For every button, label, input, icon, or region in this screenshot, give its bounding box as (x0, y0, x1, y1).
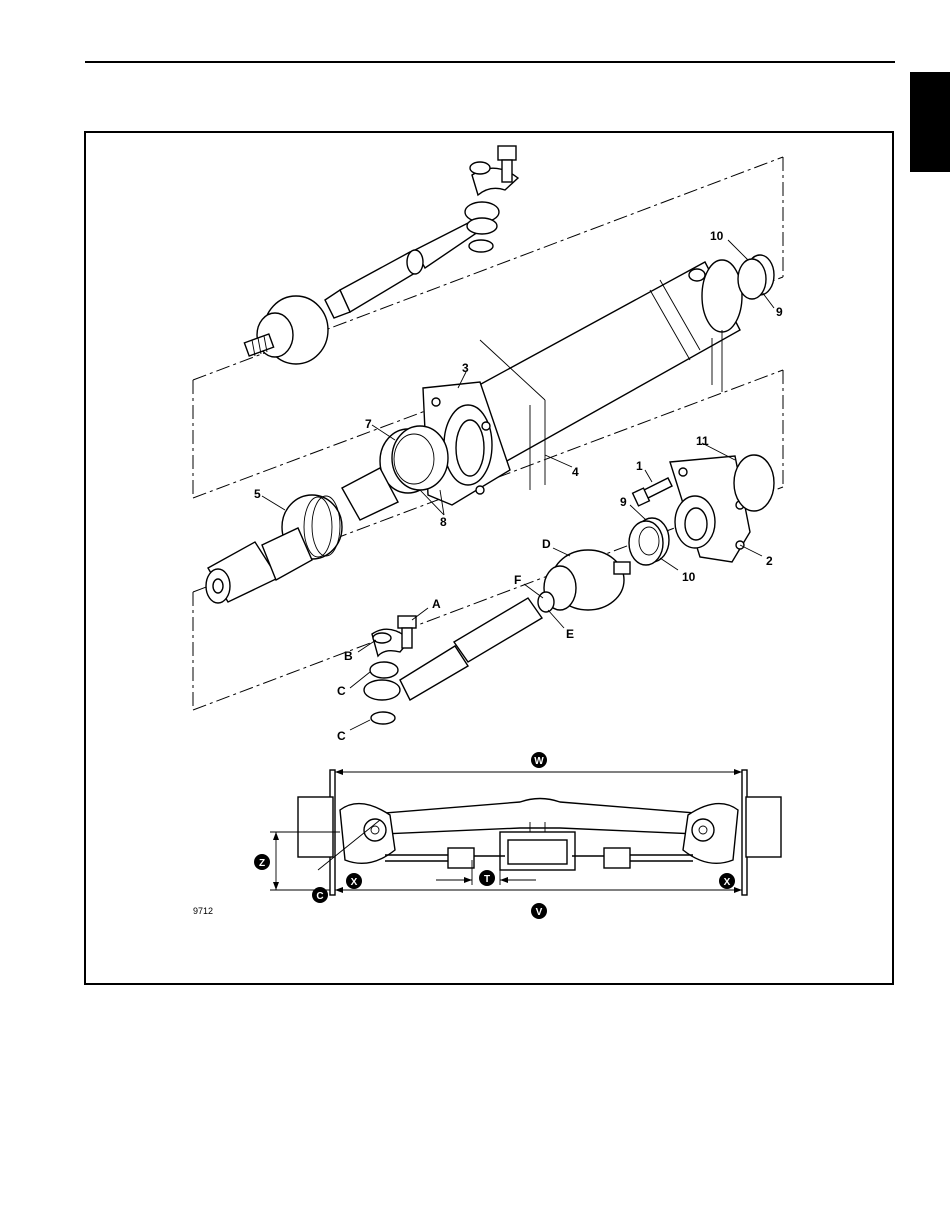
figure-id: 9712 (193, 906, 213, 916)
lower-seal-set (629, 518, 669, 565)
cylinder-barrel (470, 260, 742, 490)
callout-9-upper: 9 (776, 305, 783, 319)
callout-D: D (542, 537, 551, 551)
dimension-X-left: X (351, 877, 358, 888)
callout-10-lower: 10 (682, 570, 696, 584)
ring-set (380, 426, 448, 493)
callout-3: 3 (462, 361, 469, 375)
callout-4: 4 (572, 465, 579, 479)
dimension-C: C (316, 891, 323, 902)
callout-1: 1 (636, 459, 643, 473)
piston-and-rod (206, 468, 398, 603)
callout-2: 2 (766, 554, 773, 568)
callout-F: F (514, 573, 521, 587)
callout-C-upper: C (337, 684, 346, 698)
callout-8: 8 (440, 515, 447, 529)
callout-E: E (566, 627, 574, 641)
callout-11: 11 (696, 434, 709, 448)
callout-B: B (344, 649, 353, 663)
callout-10-upper: 10 (710, 229, 724, 243)
callout-5: 5 (254, 487, 261, 501)
lower-tie-rod-assembly (364, 550, 630, 724)
callout-7: 7 (365, 417, 372, 431)
dimension-Z: Z (259, 858, 265, 869)
callout-C-lower: C (337, 729, 346, 743)
axle-top-view (298, 770, 781, 895)
upper-tie-rod-assembly (244, 146, 518, 364)
callout-9-lower: 9 (620, 495, 627, 509)
upper-seal-set (738, 255, 774, 299)
dimension-W: W (534, 756, 544, 767)
callout-A: A (432, 597, 441, 611)
dimension-X-right: X (724, 877, 731, 888)
dimension-T: T (484, 874, 490, 885)
dimension-V: V (536, 907, 543, 918)
